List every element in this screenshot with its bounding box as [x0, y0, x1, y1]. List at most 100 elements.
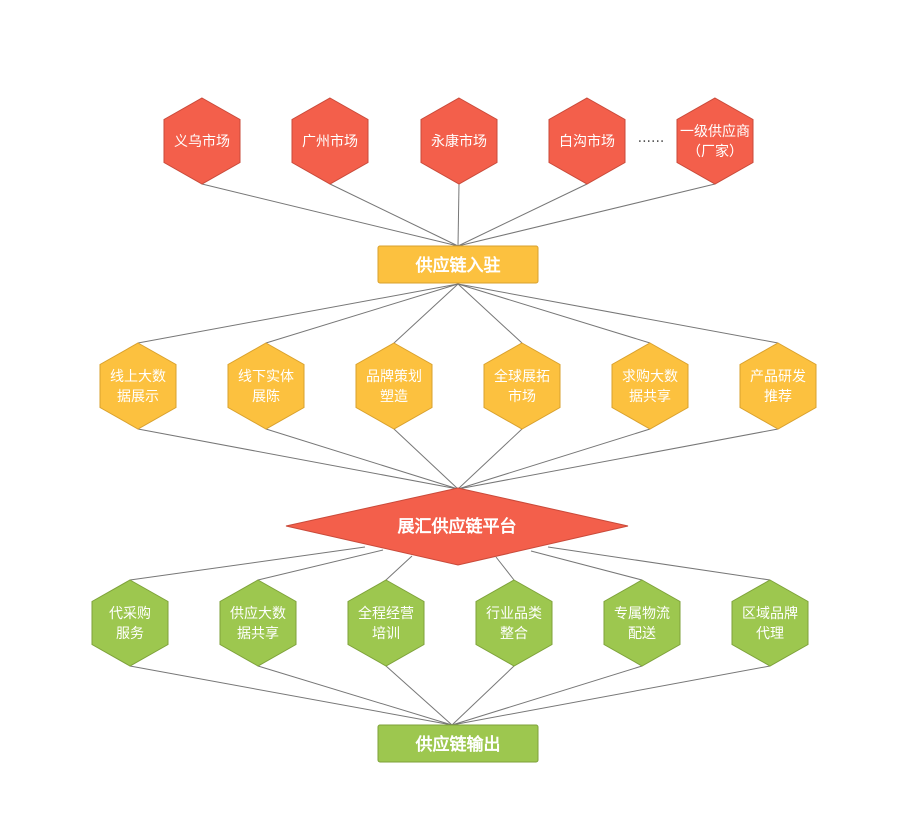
hexagon-label: 据共享: [237, 625, 279, 642]
hexagon-shape: [163, 97, 241, 185]
output-connector-top: [547, 546, 771, 581]
hexagon-label: 据展示: [117, 389, 159, 405]
output-connector-top: [495, 556, 515, 581]
hexagon-label: 产品研发: [750, 369, 806, 385]
hexagon-shape: [603, 579, 681, 667]
service-connector-top: [137, 283, 459, 344]
hexagon-shape: [219, 579, 297, 667]
source-connector: [329, 183, 459, 247]
hexagon-label: 白沟市场: [559, 133, 615, 150]
service-connector-top: [457, 283, 651, 344]
output-connector-bottom: [129, 665, 453, 726]
hexagon-label: 供应大数: [230, 605, 286, 622]
source-hexagon: 一级供应商 （厂家）: [676, 97, 754, 185]
supply-chain-output-label: 供应链输出: [415, 734, 501, 755]
hexagon-label: 代理: [756, 626, 784, 642]
hexagon-label: 塑造: [380, 389, 408, 405]
hexagon-shape: [347, 579, 425, 667]
hexagon-label: 区域品牌: [742, 605, 798, 622]
hexagon-label: 市场: [508, 388, 536, 405]
hexagon-label: 整合: [500, 626, 528, 642]
service-connector-top: [393, 283, 459, 344]
output-connector-bottom: [451, 665, 643, 726]
source-connector: [457, 183, 460, 247]
hexagon-label: 一级供应商: [680, 123, 750, 140]
source-connector: [457, 183, 716, 247]
source-hexagon: 永康市场: [420, 97, 498, 185]
connector-lines: [129, 183, 779, 726]
hexagon-label: 展陈: [252, 388, 280, 405]
supply-chain-entry-box: 供应链入驻: [377, 245, 539, 284]
output-connector-top: [129, 546, 366, 581]
hexagon-label: 行业品类: [486, 606, 542, 622]
hexagon-label: （厂家）: [687, 143, 743, 160]
platform-diamond: 展汇供应链平台: [285, 487, 629, 566]
service-connector-top: [457, 283, 779, 344]
hexagon-label: 推荐: [764, 389, 792, 405]
hexagon-shape: [483, 342, 561, 430]
output-connector-top: [257, 549, 384, 581]
hexagon-shape: [676, 97, 754, 185]
source-hexagon: 义乌市场: [163, 97, 241, 185]
output-connector-top: [530, 550, 643, 581]
hexagon-label: 全程经营: [358, 605, 414, 622]
supply-chain-output-box: 供应链输出: [377, 724, 539, 763]
service-connector-top: [265, 283, 459, 344]
source-connector: [457, 183, 588, 247]
hexagon-shape: [420, 97, 498, 185]
hexagon-label: 配送: [628, 626, 656, 642]
source-hexagon: 广州市场: [291, 97, 369, 185]
hexagon-shape: [739, 342, 817, 430]
hexagon-label: 培训: [372, 626, 400, 642]
hexagon-label: 求购大数: [622, 369, 678, 385]
output-connector-bottom: [257, 665, 453, 726]
hexagon-shape: [91, 579, 169, 667]
service-connector-bottom: [393, 428, 459, 490]
hexagon-shape: [731, 579, 809, 667]
hexagon-label: 专属物流: [614, 606, 670, 622]
service-connector-bottom: [457, 428, 523, 490]
hexagon-shape: [355, 342, 433, 430]
output-connector-bottom: [451, 665, 515, 726]
hexagon-label: 线下实体: [238, 369, 294, 385]
service-connector-bottom: [265, 428, 459, 490]
hexagon-shape: [548, 97, 626, 185]
hexagon-label: 代采购: [109, 606, 151, 622]
hexagon-label: 品牌策划: [366, 368, 422, 385]
diagram-nodes: 义乌市场广州市场永康市场白沟市场一级供应商（厂家）线上大数据展示线下实体展陈品牌…: [91, 97, 817, 667]
service-connector-bottom: [457, 428, 779, 490]
source-hexagon: 白沟市场: [548, 97, 626, 185]
hexagon-label: 永康市场: [431, 133, 487, 150]
hexagon-shape: [475, 579, 553, 667]
hexagon-shape: [227, 342, 305, 430]
hexagon-label: 全球展拓: [494, 368, 550, 385]
hexagon-shape: [99, 342, 177, 430]
hexagon-shape: [291, 97, 369, 185]
output-connector-bottom: [451, 665, 771, 726]
supply-chain-entry-label: 供应链入驻: [415, 255, 501, 276]
hexagon-label: 广州市场: [302, 133, 358, 150]
platform-label: 展汇供应链平台: [398, 516, 517, 537]
service-connector-bottom: [137, 428, 459, 490]
hexagon-label: 服务: [116, 626, 144, 642]
hexagon-label: 线上大数: [110, 369, 166, 385]
hexagon-shape: [611, 342, 689, 430]
hexagon-label: 据共享: [629, 388, 671, 405]
hexagon-label: 义乌市场: [174, 133, 230, 150]
service-connector-top: [457, 283, 523, 344]
output-connector-top: [385, 555, 413, 581]
service-connector-bottom: [457, 428, 651, 490]
source-connector: [201, 183, 459, 247]
